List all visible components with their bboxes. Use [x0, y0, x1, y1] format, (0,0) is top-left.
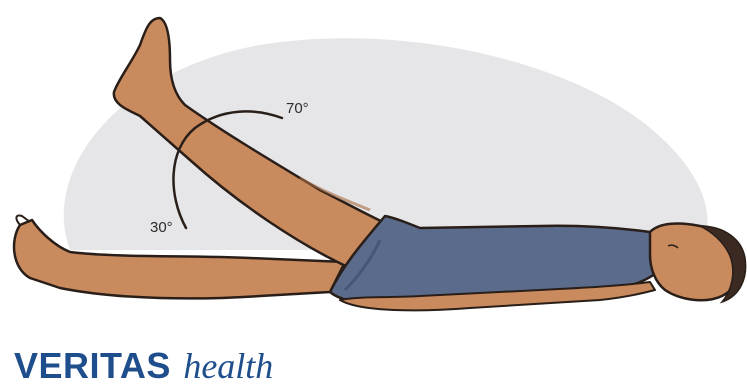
head — [650, 224, 746, 302]
brand-logo: VERITAS health — [14, 345, 273, 386]
logo-wordmark-strong: VERITAS — [14, 345, 171, 386]
angle-label-30: 30° — [150, 219, 173, 236]
logo-wordmark-light: health — [183, 346, 273, 386]
angle-label-70: 70° — [286, 100, 309, 117]
svg-text:VERITAS health: VERITAS health — [14, 345, 273, 386]
